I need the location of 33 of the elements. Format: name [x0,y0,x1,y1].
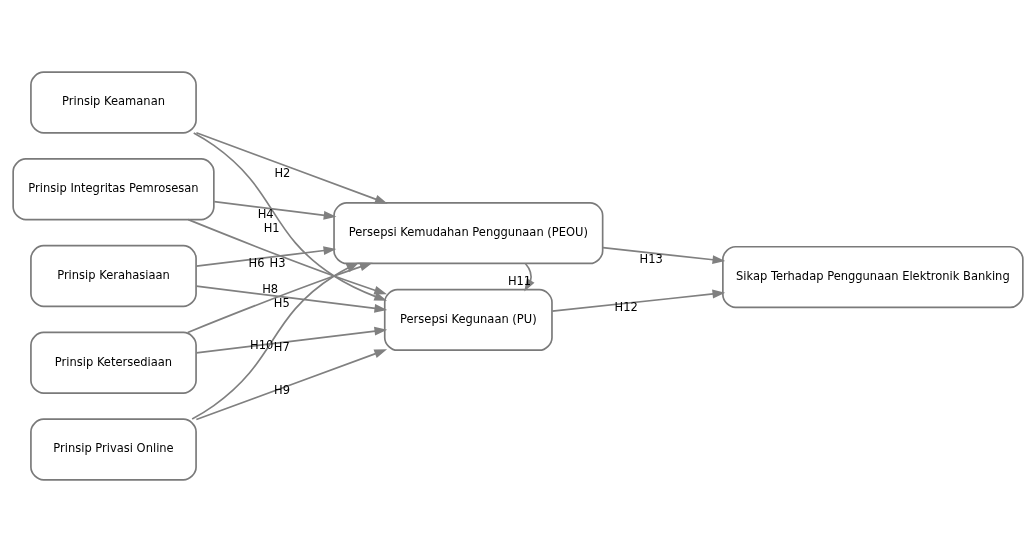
edge-label: H6 [248,255,265,270]
edge-label: H12 [614,299,638,314]
edge-label: H4 [257,206,274,221]
arrow [213,200,337,220]
arrow [195,326,388,354]
arrow [551,289,726,312]
edge-label: H13 [639,251,663,266]
edge-label: H1 [263,220,280,235]
arrow [191,262,360,420]
node-box: Sikap Terhadap Penggunaan Elektronik Banking [722,245,1024,308]
edge-label: H5 [273,295,290,310]
edge-label: H8 [262,281,279,296]
arrow [602,246,726,264]
arrow [187,218,387,294]
arrow [195,245,337,267]
arrow [195,131,388,204]
edge-label: H11 [507,273,532,288]
node-box: Prinsip Keamanan [30,70,197,134]
arrow [186,262,373,333]
node-box: Prinsip Ketersediaan [30,331,197,394]
node-box: Persepsi Kegunaan (PU) [383,288,553,351]
edge-label: H10 [250,337,274,352]
edge-label: H3 [269,255,286,270]
node-box: Prinsip Privasi Online [30,417,197,481]
node-box: Persepsi Kemudahan Penggunaan (PEOU) [333,201,604,264]
arrow [195,348,388,420]
arrow [195,284,388,313]
edge-label: H7 [273,339,290,354]
arrow [192,131,388,301]
edge-label: H2 [274,165,291,180]
node-box: Prinsip Kerahasiaan [30,244,197,307]
edge-label: H9 [274,382,290,397]
node-box: Prinsip Integritas Pemrosesan [12,157,215,220]
